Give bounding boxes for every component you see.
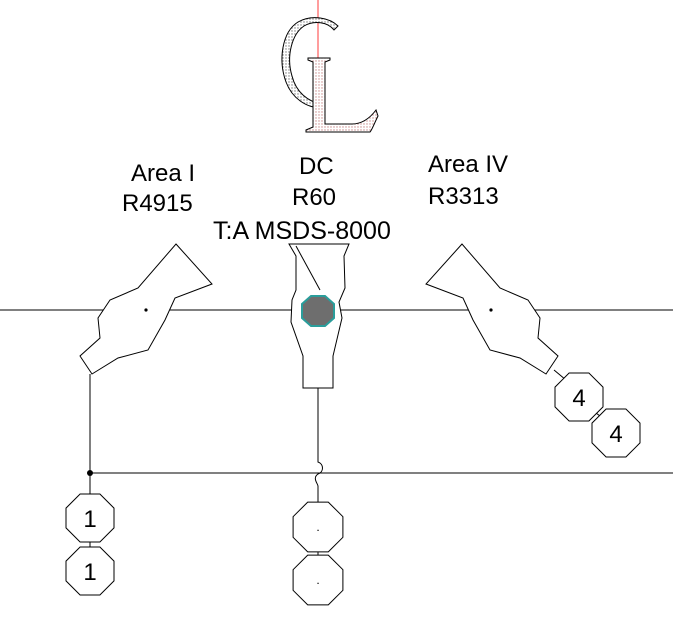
badge-left-top-label: 1 <box>83 506 96 533</box>
badge-right-bottom-label: 4 <box>609 421 622 448</box>
badge-center-top-label: . <box>316 520 319 534</box>
badge-center-top[interactable]: . <box>292 501 344 553</box>
dc-node[interactable] <box>288 243 350 389</box>
dc-name: DC <box>299 153 334 180</box>
area-left-node[interactable] <box>79 243 213 375</box>
badge-right-top-label: 4 <box>572 385 585 412</box>
badge-right-bottom[interactable]: 4 <box>591 408 641 458</box>
badge-left-top[interactable]: 1 <box>65 493 115 543</box>
badge-center-bottom-octagon <box>292 554 344 606</box>
center-drop-line <box>314 388 323 510</box>
badge-center-bottom-label: . <box>316 573 319 587</box>
area-right-port <box>489 308 493 312</box>
badge-center-top-octagon <box>292 501 344 553</box>
dc-core <box>301 295 335 327</box>
badge-right-top-octagon <box>554 372 604 422</box>
dc-code: R60 <box>292 184 336 211</box>
area-left-name: Area I <box>131 160 195 187</box>
logo-letter-l <box>305 57 379 133</box>
area-left-code: R4915 <box>122 190 193 217</box>
cl-logo <box>281 0 379 133</box>
badge-left-top-octagon <box>65 493 115 543</box>
badge-left-bottom-label: 1 <box>83 559 96 586</box>
badge-left-bottom-octagon <box>65 546 115 596</box>
area-right-node[interactable] <box>425 243 559 375</box>
badge-right-bottom-octagon <box>591 408 641 458</box>
badge-left-bottom[interactable]: 1 <box>65 546 115 596</box>
badge-center-bottom[interactable]: . <box>292 554 344 606</box>
area-right-code: R3313 <box>428 183 499 210</box>
dc-type: T:A MSDS-8000 <box>213 217 391 245</box>
logo-letter-c <box>281 17 339 109</box>
dc-diagonal <box>295 245 321 291</box>
area-left-port <box>144 308 148 312</box>
badge-right-top[interactable]: 4 <box>554 372 604 422</box>
area-right-name: Area IV <box>428 151 508 178</box>
